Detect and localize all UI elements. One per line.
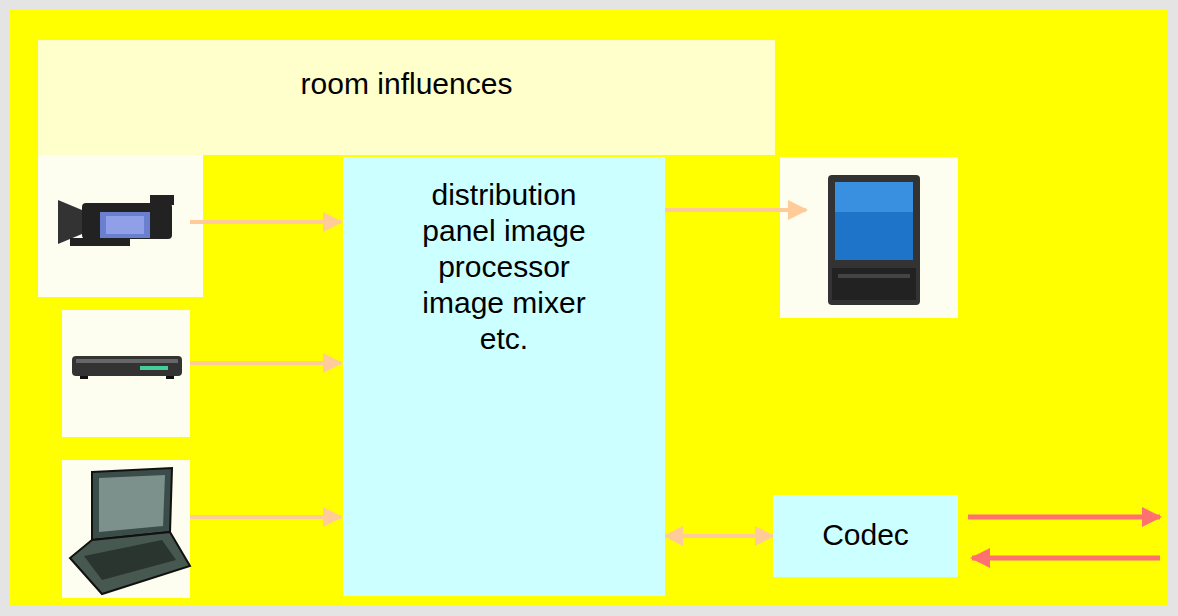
connector-arrow [665, 534, 773, 538]
codec-box: Codec [773, 495, 958, 577]
node-label: room influences [301, 66, 513, 102]
dvd-player-icon [72, 356, 182, 379]
icon-panel [38, 155, 203, 297]
room-band: room influences [38, 40, 775, 155]
node-label: distribution panel image processor image… [416, 177, 592, 357]
signal-arrow [665, 208, 806, 212]
network-arrow [972, 556, 1160, 561]
signal-arrow [190, 361, 341, 365]
process-box: distribution panel image processor image… [343, 157, 665, 596]
signal-arrow [190, 515, 341, 519]
icon-panel [62, 310, 190, 437]
node-label: Codec [822, 517, 909, 553]
signal-arrow [190, 220, 341, 224]
laptop-icon [70, 468, 190, 594]
tv-icon [828, 175, 920, 305]
icon-panel [780, 157, 958, 318]
yellow-ground: room influences distribution panel image … [10, 10, 1168, 606]
network-arrow [968, 515, 1160, 520]
camera-icon [58, 195, 174, 246]
icon-panel [62, 460, 190, 598]
